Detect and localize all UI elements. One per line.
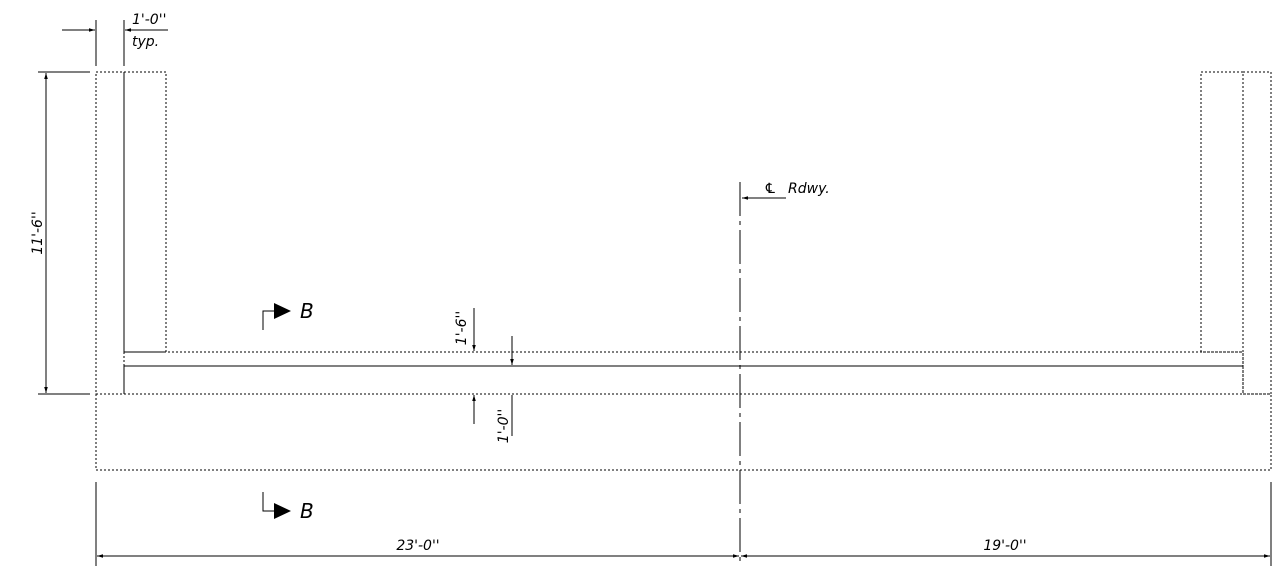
wall-height-dim: 11'-6'' — [30, 211, 46, 254]
right-wall-hatched — [1242, 71, 1272, 395]
slab-thickness-dim: 1'-6'' — [454, 311, 470, 345]
centerline-symbol: ℄ — [764, 181, 777, 197]
svg-text:B: B — [300, 299, 314, 323]
left-span-dim: 23'-0'' — [396, 538, 439, 554]
section-marker-bottom: B — [262, 492, 314, 523]
right-wall-outline — [1200, 71, 1244, 353]
svg-text:B: B — [300, 499, 314, 523]
right-span-dim: 19'-0'' — [983, 538, 1026, 554]
wall-thickness-note: typ. — [132, 34, 159, 50]
lower-thickness-dim: 1'-0'' — [496, 409, 512, 443]
slab-upper-band — [123, 351, 1244, 367]
left-wall-hatched — [95, 71, 125, 395]
wall-thickness-dim: 1'-0'' — [132, 12, 166, 28]
lower-footing — [95, 393, 1272, 471]
centerline-text: Rdwy. — [788, 181, 830, 197]
slab-main — [123, 365, 1244, 395]
left-wall-outline — [123, 71, 167, 353]
section-marker-top: B — [262, 299, 314, 330]
